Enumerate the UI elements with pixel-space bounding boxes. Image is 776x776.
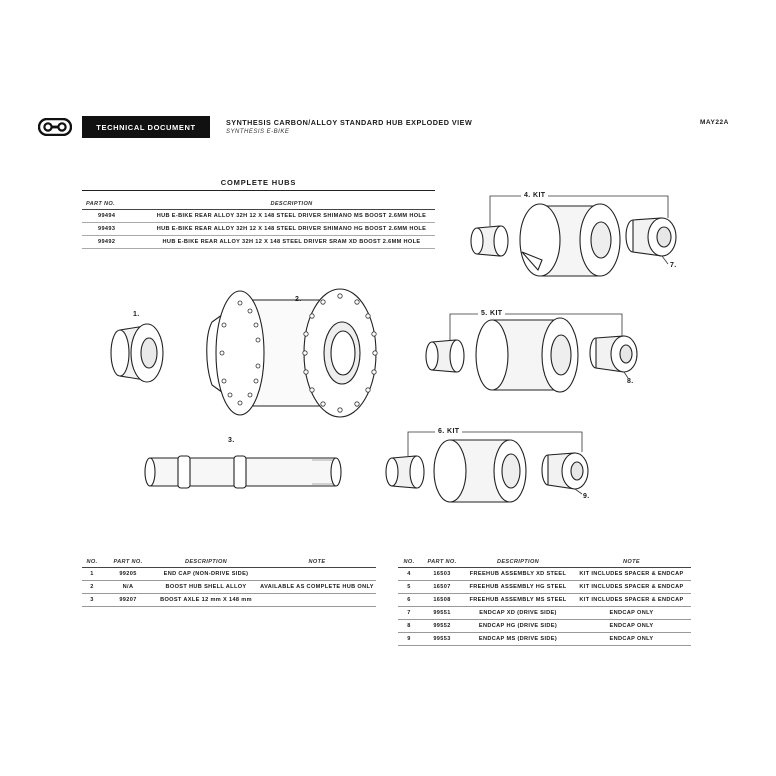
end-cap-non-drive-side-part — [110, 323, 164, 383]
document-date-code: MAY22A — [700, 119, 729, 126]
note-cell — [258, 567, 376, 581]
column-header: DESCRIPTION — [464, 557, 572, 568]
number-cell: 6 — [398, 593, 420, 607]
column-header: NOTE — [258, 557, 376, 568]
number-cell: 2 — [82, 580, 102, 594]
table-row: 99493 HUB E-BIKE REAR ALLOY 32H 12 X 148… — [82, 222, 435, 236]
complete-hubs-table: PART NO. DESCRIPTION 99494 HUB E-BIKE RE… — [82, 199, 435, 249]
table-row: 5 16507 FREEHUB ASSEMBLY HG STEEL KIT IN… — [398, 580, 691, 594]
kit-4-bracket — [489, 195, 669, 226]
note-cell: KIT INCLUDES SPACER & ENDCAP — [572, 580, 691, 594]
table-header-row: PART NO. DESCRIPTION — [82, 199, 435, 210]
note-cell: KIT INCLUDES SPACER & ENDCAP — [572, 567, 691, 581]
table-row: 1 99205 END CAP (NON-DRIVE SIDE) — [82, 567, 376, 581]
column-header: PART NO. — [82, 199, 148, 210]
column-header: DESCRIPTION — [148, 199, 435, 210]
callout-5-label: 5. KIT — [478, 310, 506, 317]
complete-hubs-title: COMPLETE HUBS — [220, 178, 297, 187]
note-cell: KIT INCLUDES SPACER & ENDCAP — [572, 593, 691, 607]
column-header: DESCRIPTION — [154, 557, 258, 568]
callout-7-label: 7. — [670, 262, 677, 269]
table-row: 3 99207 BOOST AXLE 12 mm X 148 mm — [82, 593, 376, 607]
parts-table-right: NO. PART NO. DESCRIPTION NOTE 4 16503 FR… — [398, 557, 691, 646]
table-row: 9 99553 ENDCAP MS (DRIVE SIDE) ENDCAP ON… — [398, 632, 691, 646]
number-cell: 8 — [398, 619, 420, 633]
hub-shell-part — [206, 288, 378, 418]
description-cell: FREEHUB ASSEMBLY MS STEEL — [464, 593, 572, 607]
note-cell: ENDCAP ONLY — [572, 619, 691, 633]
part-number-cell: 99492 — [82, 235, 148, 249]
table-header-row: NO. PART NO. DESCRIPTION NOTE — [82, 557, 376, 568]
boost-axle-part — [144, 455, 342, 489]
description-cell: BOOST AXLE 12 mm X 148 mm — [154, 593, 258, 607]
description-cell: HUB E-BIKE REAR ALLOY 32H 12 X 148 STEEL… — [148, 222, 435, 236]
column-header: NO. — [398, 557, 420, 568]
table-row: 2 N/A BOOST HUB SHELL ALLOY AVAILABLE AS… — [82, 580, 376, 594]
freehub-kit-hg-part — [425, 317, 638, 393]
part-number-cell: 16507 — [420, 580, 464, 594]
callout-2-label: 2. — [295, 296, 302, 303]
callout-9-label: 9. — [583, 493, 590, 500]
part-number-cell: 99552 — [420, 619, 464, 633]
description-cell: FREEHUB ASSEMBLY XD STEEL — [464, 567, 572, 581]
number-cell: 1 — [82, 567, 102, 581]
number-cell: 5 — [398, 580, 420, 594]
column-header: PART NO. — [102, 557, 154, 568]
freehub-kit-ms-part — [385, 439, 589, 503]
callout-8-label: 8. — [627, 378, 634, 385]
note-cell: ENDCAP ONLY — [572, 632, 691, 646]
column-header: PART NO. — [420, 557, 464, 568]
number-cell: 4 — [398, 567, 420, 581]
callout-9-leader — [574, 488, 583, 495]
callout-7-leader — [661, 255, 669, 265]
part-number-cell: 99551 — [420, 606, 464, 620]
kit-6-bracket — [407, 431, 583, 456]
callout-1-label: 1. — [133, 311, 140, 318]
note-cell: ENDCAP ONLY — [572, 606, 691, 620]
callout-6-label: 6. KIT — [435, 428, 463, 435]
table-row: 4 16503 FREEHUB ASSEMBLY XD STEEL KIT IN… — [398, 567, 691, 581]
column-header: NOTE — [572, 557, 691, 568]
part-number-cell: 99493 — [82, 222, 148, 236]
part-number-cell: 16508 — [420, 593, 464, 607]
number-cell: 7 — [398, 606, 420, 620]
part-number-cell: 99207 — [102, 593, 154, 607]
table-row: 99492 HUB E-BIKE REAR ALLOY 32H 12 X 148… — [82, 235, 435, 249]
note-cell — [258, 593, 376, 607]
table-row: 7 99551 ENDCAP XD (DRIVE SIDE) ENDCAP ON… — [398, 606, 691, 620]
document-subtitle: SYNTHESIS E-BIKE — [226, 129, 290, 135]
table-row: 8 99552 ENDCAP HG (DRIVE SIDE) ENDCAP ON… — [398, 619, 691, 633]
parts-table-left: NO. PART NO. DESCRIPTION NOTE 1 99205 EN… — [82, 557, 376, 607]
part-number-cell: 99494 — [82, 209, 148, 223]
number-cell: 9 — [398, 632, 420, 646]
description-cell: FREEHUB ASSEMBLY HG STEEL — [464, 580, 572, 594]
part-number-cell: 99205 — [102, 567, 154, 581]
table-row: 6 16508 FREEHUB ASSEMBLY MS STEEL KIT IN… — [398, 593, 691, 607]
description-cell: HUB E-BIKE REAR ALLOY 32H 12 X 148 STEEL… — [148, 235, 435, 249]
part-number-cell: 16503 — [420, 567, 464, 581]
description-cell: BOOST HUB SHELL ALLOY — [154, 580, 258, 594]
table-header-row: NO. PART NO. DESCRIPTION NOTE — [398, 557, 691, 568]
table-row: 99494 HUB E-BIKE REAR ALLOY 32H 12 X 148… — [82, 209, 435, 223]
description-cell: ENDCAP XD (DRIVE SIDE) — [464, 606, 572, 620]
kit-5-bracket — [449, 313, 623, 340]
description-cell: ENDCAP HG (DRIVE SIDE) — [464, 619, 572, 633]
description-cell: END CAP (NON-DRIVE SIDE) — [154, 567, 258, 581]
freehub-kit-xd-part — [470, 203, 677, 277]
document-title: SYNTHESIS CARBON/ALLOY STANDARD HUB EXPL… — [226, 118, 473, 127]
part-number-cell: 99553 — [420, 632, 464, 646]
number-cell: 3 — [82, 593, 102, 607]
callout-4-label: 4. KIT — [521, 192, 549, 199]
document-type-badge: TECHNICAL DOCUMENT — [82, 116, 210, 138]
callout-8-leader — [623, 371, 629, 379]
part-number-cell: N/A — [102, 580, 154, 594]
section-divider — [82, 190, 435, 191]
brand-logo-icon — [38, 118, 72, 136]
note-cell: AVAILABLE AS COMPLETE HUB ONLY — [258, 580, 376, 594]
description-cell: HUB E-BIKE REAR ALLOY 32H 12 X 148 STEEL… — [148, 209, 435, 223]
callout-3-label: 3. — [228, 437, 235, 444]
column-header: NO. — [82, 557, 102, 568]
description-cell: ENDCAP MS (DRIVE SIDE) — [464, 632, 572, 646]
